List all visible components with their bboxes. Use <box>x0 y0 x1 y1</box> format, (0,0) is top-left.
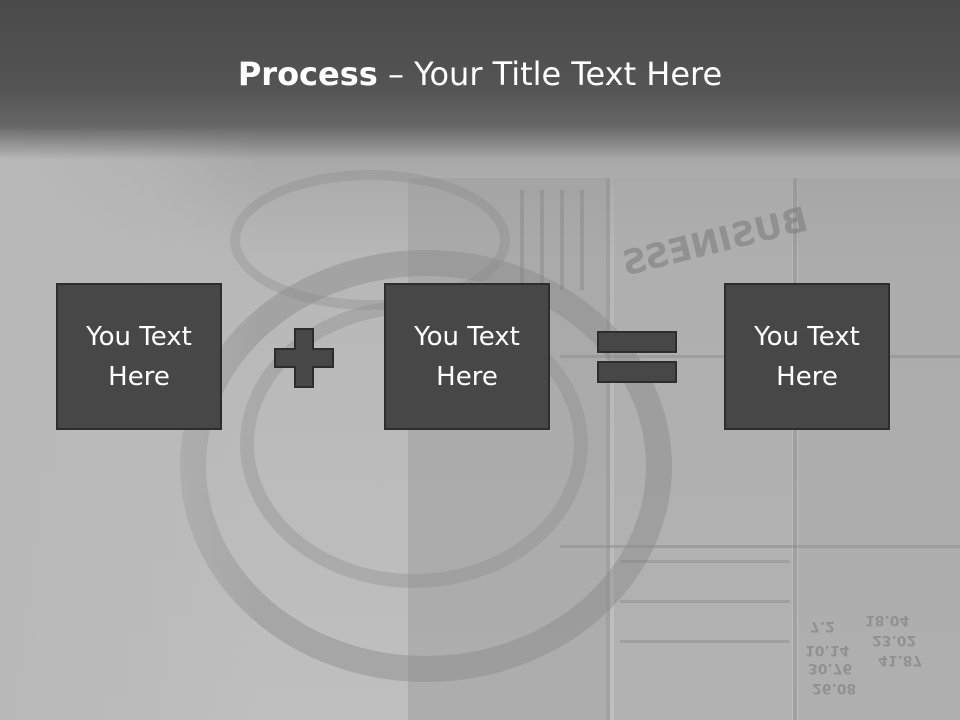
background-panel-stocks <box>798 178 960 720</box>
background-stripe <box>540 190 544 290</box>
title-band <box>0 0 960 160</box>
background-line <box>560 545 960 548</box>
background-divider <box>793 178 797 720</box>
background-stock-number: 10.14 <box>805 642 850 658</box>
background-stock-number: 7.2 <box>810 618 835 634</box>
background-stock-number: 26.08 <box>812 680 857 696</box>
background-stock-number: 18.04 <box>865 612 910 628</box>
background-stripe <box>520 190 524 290</box>
process-box-3-text: You Text Here <box>754 321 860 392</box>
background-stripe <box>620 640 790 643</box>
plus-icon <box>274 328 334 388</box>
background-stock-number: 30.76 <box>808 660 853 676</box>
process-box-2-text: You Text Here <box>414 321 520 392</box>
slide-title[interactable]: Process – Your Title Text Here <box>0 52 960 96</box>
background-stock-number: 23.02 <box>872 632 917 648</box>
process-box-3[interactable]: You Text Here <box>724 283 890 430</box>
background-stock-number: 41.87 <box>878 652 923 668</box>
background-stripe <box>620 600 790 603</box>
equals-icon <box>597 331 677 383</box>
slide-title-bold: Process <box>237 55 378 93</box>
background-stripe <box>620 560 790 563</box>
process-box-1[interactable]: You Text Here <box>56 283 222 430</box>
process-box-1-text: You Text Here <box>86 321 192 392</box>
background-stripe <box>580 190 584 290</box>
slide-title-rest: – Your Title Text Here <box>377 55 723 93</box>
background-stripe <box>560 190 564 290</box>
process-box-2[interactable]: You Text Here <box>384 283 550 430</box>
